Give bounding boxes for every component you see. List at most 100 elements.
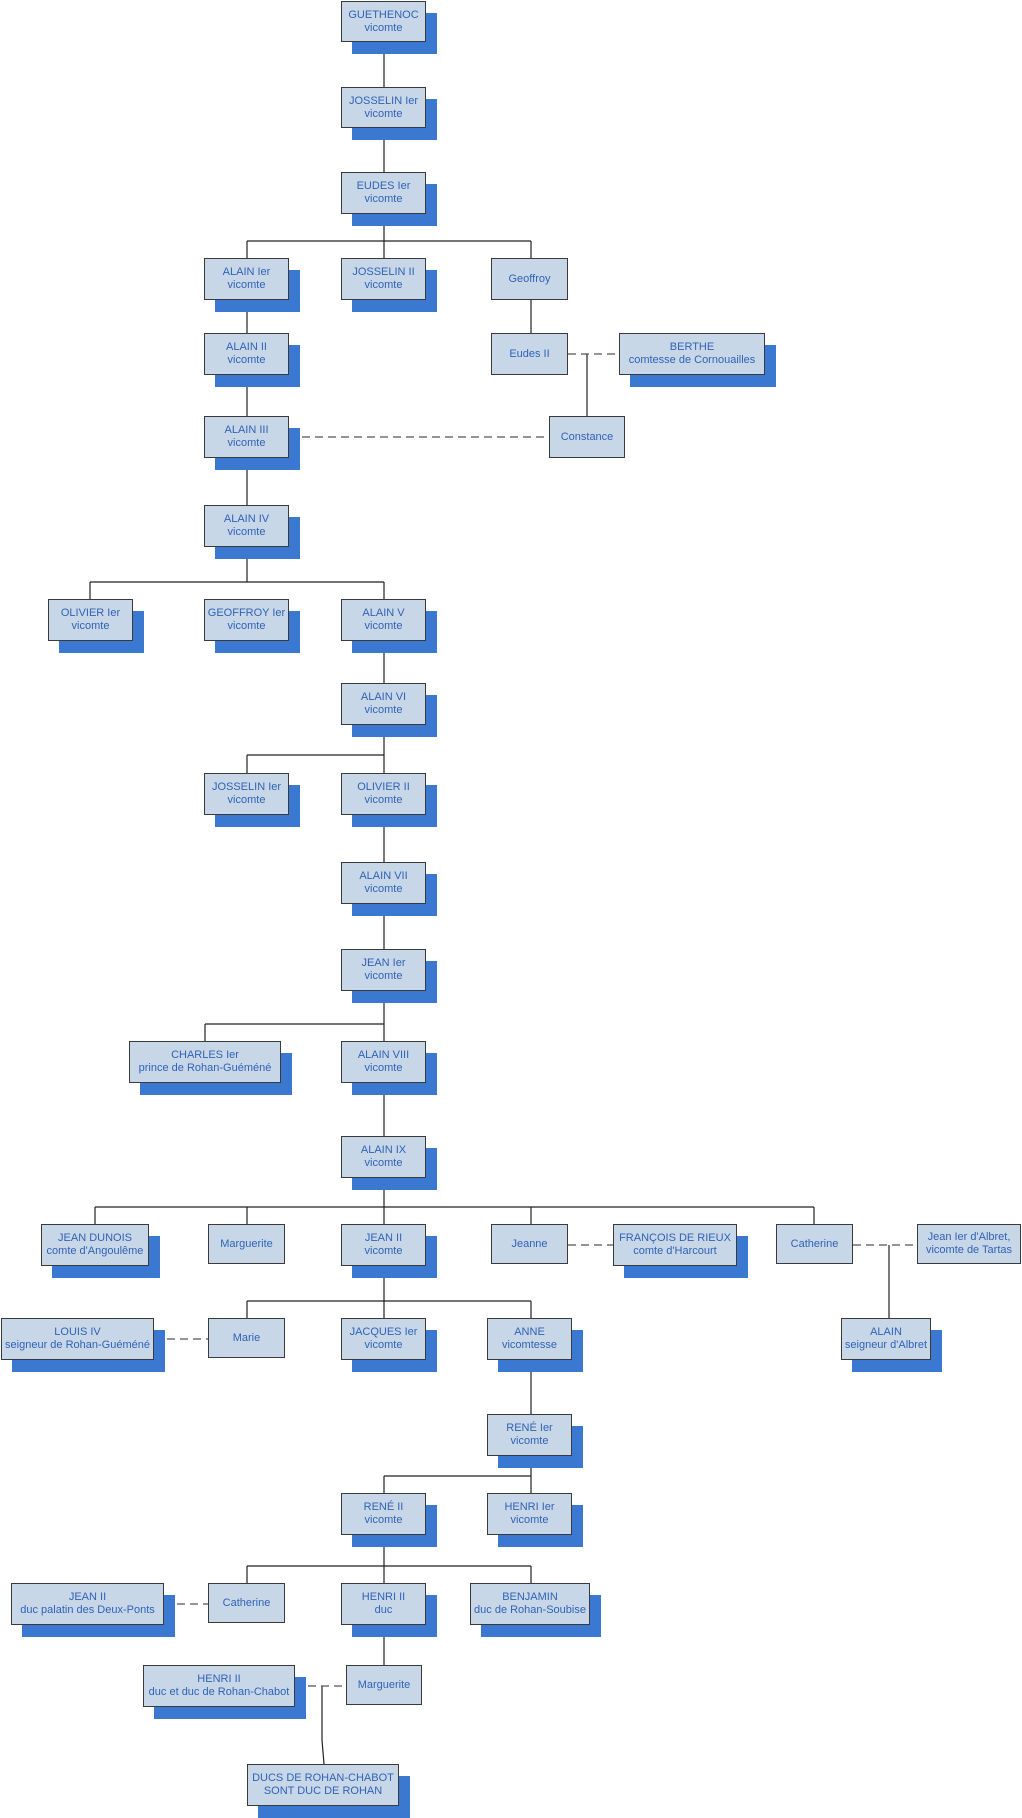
person-title: SONT DUC DE ROHAN (263, 1785, 383, 1797)
person-title: vicomte (364, 794, 403, 806)
person-name: JEAN II (364, 1232, 403, 1244)
person-name: ALAIN V (362, 607, 405, 619)
person-name: HENRI II (361, 1591, 406, 1603)
person-name: RENÉ II (363, 1501, 404, 1513)
person-title: vicomte (71, 620, 110, 632)
person-name: ALAIN VIII (357, 1049, 410, 1061)
person-title: seigneur de Rohan-Guéméné (5, 1339, 150, 1351)
person-box-constance: Constance (549, 416, 625, 458)
person-title: vicomte (364, 1514, 403, 1526)
person-name: ALAIN IX (360, 1144, 407, 1156)
person-title: prince de Rohan-Guéméné (138, 1062, 272, 1074)
person-name: ALAIN Ier (222, 266, 271, 278)
person-title: vicomte de Tartas (925, 1244, 1012, 1256)
person-title: vicomte (364, 970, 403, 982)
person-name: JOSSELIN Ier (211, 781, 282, 793)
person-name: JOSSELIN Ier (348, 94, 419, 107)
person-name: Catherine (790, 1237, 839, 1250)
person-name: ALAIN VII (359, 870, 408, 882)
person-title: comtesse de Cornouailles (628, 354, 756, 366)
person-name: JEAN Ier (361, 957, 406, 969)
person-title: vicomte (364, 21, 403, 34)
person-name: HENRI II (197, 1673, 241, 1685)
person-name: LOUIS IV (54, 1326, 101, 1338)
person-name: Marguerite (220, 1237, 273, 1250)
person-title: vicomte (364, 1062, 403, 1074)
person-name: OLIVIER Ier (60, 607, 121, 619)
person-name: ANNE (514, 1326, 545, 1338)
person-name: Marguerite (357, 1678, 411, 1691)
person-title: seigneur d'Albret (844, 1339, 928, 1351)
person-title: vicomte (364, 1245, 403, 1257)
person-title: duc de Rohan-Soubise (474, 1604, 586, 1616)
person-title: duc (374, 1604, 393, 1616)
person-name: BENJAMIN (502, 1591, 558, 1603)
person-title: comte d'Harcourt (633, 1245, 717, 1257)
person-name: FRANÇOIS DE RIEUX (619, 1232, 731, 1244)
person-name: Jean Ier d'Albret, (927, 1231, 1011, 1243)
person-title: vicomte (227, 526, 266, 538)
person-name: EUDES Ier (356, 180, 411, 192)
person-name: Constance (560, 430, 614, 443)
person-title: vicomte (364, 193, 403, 205)
person-title: vicomte (364, 883, 403, 895)
person-title: vicomte (227, 437, 266, 449)
person-name: Geoffroy (508, 272, 551, 285)
person-name: BERTHE (669, 341, 715, 353)
person-name: ALAIN VI (360, 691, 407, 703)
person-name: RENÉ Ier (506, 1422, 553, 1434)
person-box-marie: Marie (208, 1318, 285, 1358)
person-title: vicomte (227, 620, 266, 632)
person-name: JEAN II (68, 1591, 107, 1603)
person-name: Marie (232, 1331, 261, 1344)
person-box-catherine2: Catherine (208, 1583, 285, 1623)
person-title: vicomte (510, 1435, 549, 1447)
person-title: comte d'Angoulême (46, 1245, 144, 1257)
person-name: Catherine (222, 1596, 271, 1609)
person-title: vicomte (364, 620, 403, 632)
person-box-marguerite2: Marguerite (346, 1665, 422, 1705)
person-title: vicomte (364, 704, 403, 716)
person-name: ALAIN III (224, 424, 269, 436)
person-box-marguerite1: Marguerite (208, 1224, 285, 1264)
person-title: duc palatin des Deux-Ponts (20, 1604, 155, 1616)
person-title: vicomte (510, 1514, 549, 1526)
person-title: vicomte (364, 279, 403, 291)
person-name: GEOFFROY Ier (207, 607, 286, 619)
person-name: OLIVIER II (357, 781, 410, 793)
person-title: vicomtesse (501, 1339, 558, 1351)
person-name: DUCS DE ROHAN-CHABOT (252, 1772, 394, 1784)
person-name: JOSSELIN II (352, 266, 415, 278)
person-name: Jeanne (511, 1237, 548, 1250)
person-title: vicomte (227, 794, 266, 806)
person-name: ALAIN (870, 1326, 902, 1338)
person-title: vicomte (227, 354, 266, 366)
person-box-geoffroy: Geoffroy (491, 258, 568, 300)
